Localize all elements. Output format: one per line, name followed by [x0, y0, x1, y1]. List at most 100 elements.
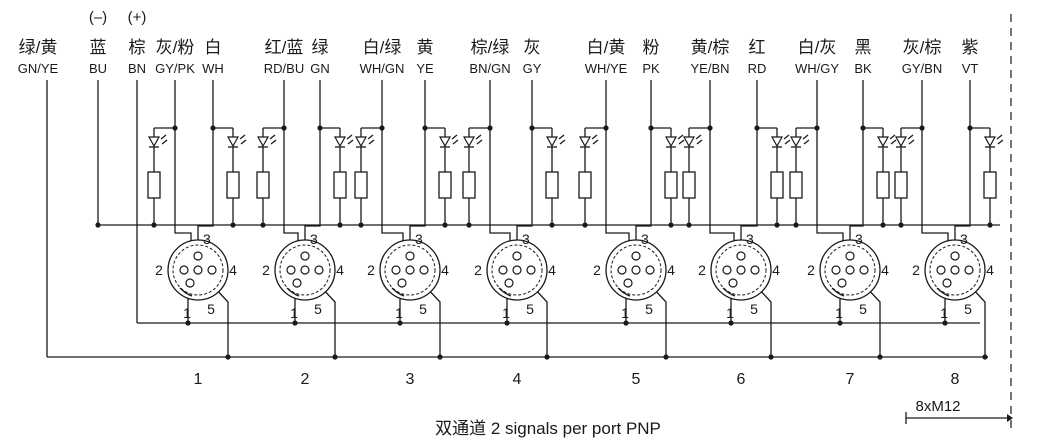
junction-dot	[967, 125, 973, 131]
led-ray	[240, 139, 247, 145]
pin-5	[736, 265, 746, 275]
led-ray	[783, 134, 790, 140]
pin-3	[736, 251, 746, 261]
m12-inner-ring	[172, 244, 224, 296]
wire-label-code: RD/BU	[264, 61, 304, 76]
m12-inner-ring	[929, 244, 981, 296]
led-diode	[462, 136, 476, 148]
resistor	[333, 171, 347, 199]
pin-5	[631, 265, 641, 275]
pin-label-3: 3	[746, 231, 754, 247]
led-ray	[270, 139, 277, 145]
wire-label-zh: 白/黄	[587, 38, 626, 57]
pin-label-2: 2	[474, 262, 482, 278]
pin-1	[397, 278, 407, 288]
pin-label-1: 1	[621, 305, 629, 321]
junction-dot	[230, 222, 236, 228]
signal-wire-b	[409, 128, 426, 252]
pin-1	[292, 278, 302, 288]
pin-5	[193, 265, 203, 275]
port-number-8: 8	[951, 371, 960, 388]
led-diode	[578, 136, 592, 148]
led-diode	[894, 136, 908, 148]
wire-label-zh: 白	[205, 38, 222, 57]
junction-dot	[544, 354, 550, 360]
m12-key	[831, 287, 845, 297]
wire-label-code: WH/GY	[795, 61, 839, 76]
junction-dot	[317, 125, 323, 131]
resistor	[462, 171, 476, 199]
led-ray	[559, 139, 566, 145]
pin-label-2: 2	[262, 262, 270, 278]
led-ray	[890, 139, 897, 145]
pin-1	[185, 278, 195, 288]
led-ray	[368, 139, 375, 145]
resistor	[354, 171, 368, 199]
port-number-7: 7	[846, 371, 855, 388]
resistor	[578, 171, 592, 199]
led-ray	[678, 139, 685, 145]
junction-dot	[529, 125, 535, 131]
junction-dot	[95, 222, 101, 228]
signal-wire-b	[849, 128, 864, 252]
m12-key	[498, 287, 512, 297]
pin-label-5: 5	[314, 301, 322, 317]
junction-dot	[987, 222, 993, 228]
pin-4	[419, 265, 429, 275]
pin-label-3: 3	[522, 231, 530, 247]
led-diode	[147, 136, 161, 148]
junction-dot	[877, 354, 883, 360]
components	[95, 14, 1013, 432]
pin-4	[645, 265, 655, 275]
led-diode	[876, 136, 890, 148]
led-ray	[347, 139, 354, 145]
wire-label-zh: 灰	[524, 38, 541, 57]
pin-label-5: 5	[645, 301, 653, 317]
led-diode	[333, 136, 347, 148]
wire-label-zh: 红	[749, 38, 766, 57]
wire-label-zh: 红/蓝	[265, 38, 304, 57]
pin-2	[179, 265, 189, 275]
junction-dot	[880, 222, 886, 228]
junction-dot	[582, 222, 588, 228]
pin-label-1: 1	[395, 305, 403, 321]
pin-label-4: 4	[229, 262, 237, 278]
junction-dot	[793, 222, 799, 228]
junction-dot	[210, 125, 216, 131]
wire-label-zh: 白/灰	[798, 38, 837, 57]
wire-label-code: BN	[128, 61, 146, 76]
junction-dot	[422, 125, 428, 131]
junction-dot	[942, 320, 948, 326]
pin-label-3: 3	[960, 231, 968, 247]
junction-dot	[549, 222, 555, 228]
m12-inner-ring	[279, 244, 331, 296]
pin-label-4: 4	[986, 262, 994, 278]
wire-label-zh: 黄	[417, 38, 434, 57]
wire-label-zh: 绿/黄	[19, 38, 58, 57]
junction-dot	[260, 222, 266, 228]
wire-label-zh: 绿	[312, 38, 329, 57]
led-ray	[996, 134, 1003, 140]
signal-wire-b	[740, 128, 758, 252]
m12-inner-ring	[491, 244, 543, 296]
junction-dot	[603, 125, 609, 131]
led-ray	[803, 139, 810, 145]
led-ray	[160, 134, 167, 140]
wire-label-zh: 紫	[962, 38, 979, 57]
led-ray	[476, 139, 483, 145]
junction-dot	[466, 222, 472, 228]
pin-label-4: 4	[548, 262, 556, 278]
junction-dot	[225, 354, 231, 360]
led-ray	[802, 134, 809, 140]
pin-4	[314, 265, 324, 275]
wire-label-code: BN/GN	[469, 61, 510, 76]
pin-3	[950, 251, 960, 261]
pin-2	[936, 265, 946, 275]
pin-2	[831, 265, 841, 275]
pin-label-2: 2	[912, 262, 920, 278]
pin-3	[193, 251, 203, 261]
bus-arrow-head	[1007, 414, 1013, 422]
led-diode	[438, 136, 452, 148]
wire-label-code: RD	[748, 61, 767, 76]
